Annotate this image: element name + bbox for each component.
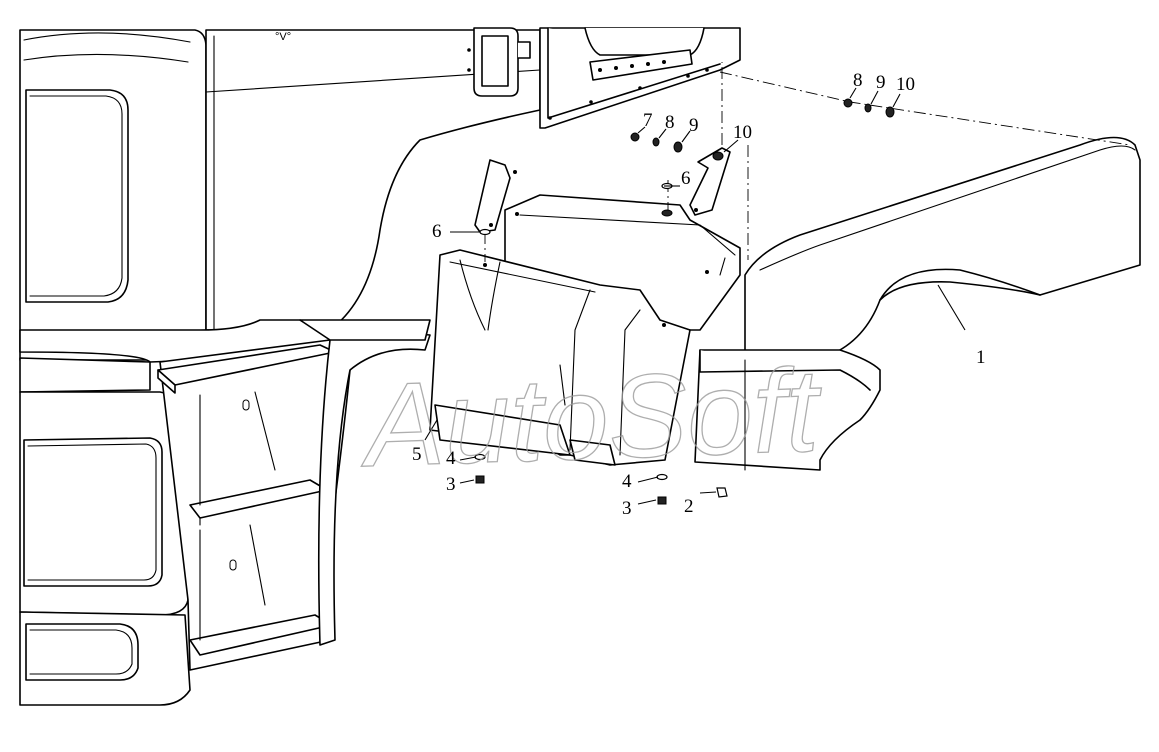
callout-10-top: 10 (896, 74, 915, 95)
callout-1: 1 (976, 347, 986, 368)
callout-2: 2 (684, 496, 694, 517)
callout-3-right: 3 (622, 498, 632, 519)
cab-steps (157, 319, 431, 671)
callout-5: 5 (412, 444, 422, 465)
hardware-items (474, 98, 895, 505)
callout-10-mid: 10 (733, 122, 752, 143)
mounting-bracket-right (689, 147, 731, 216)
callout-9-mid: 9 (689, 115, 699, 136)
callout-7: 7 (643, 110, 653, 131)
door-sill-panel (539, 27, 741, 129)
leader-lines (424, 87, 966, 505)
watermark-text: AutoSoft (357, 344, 824, 492)
callout-6-left: 6 (432, 221, 442, 242)
callout-3-left: 3 (446, 474, 456, 495)
callout-8-top: 8 (853, 70, 863, 91)
callout-4-right: 4 (622, 471, 632, 492)
door-handle (467, 27, 531, 97)
cab-body: °V° (19, 27, 541, 706)
svg-text:°V°: °V° (275, 31, 291, 43)
callout-8-mid: 8 (665, 112, 675, 133)
callout-6-right: 6 (681, 168, 691, 189)
rear-fender (694, 136, 1141, 471)
step-cover-panel (429, 194, 741, 466)
callout-4-left: 4 (446, 448, 456, 469)
callout-9-top: 9 (876, 72, 886, 93)
callout-labels: 1 2 3 3 4 4 5 6 6 7 8 8 9 9 10 10 (412, 70, 986, 519)
mounting-bracket-left (474, 159, 517, 233)
